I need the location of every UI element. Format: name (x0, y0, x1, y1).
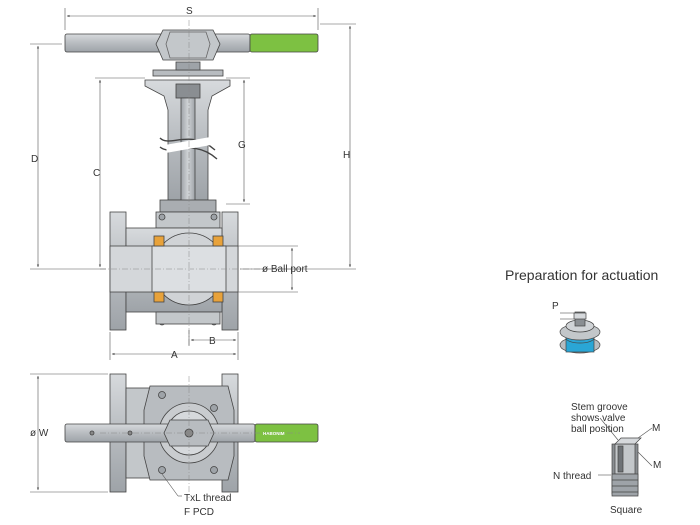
square-dimensions (598, 417, 653, 476)
actuation-detail (559, 311, 601, 354)
label-m-bottom: M (653, 460, 661, 471)
labels: S D C G H ø Ball port A B ø W TxL thread… (30, 6, 661, 518)
seat-top-left (153, 235, 165, 247)
actuation-dimension (560, 312, 574, 320)
label-w: ø W (30, 428, 49, 439)
label-n-thread: N thread (553, 471, 591, 482)
label-a: A (171, 350, 178, 361)
seat-bottom-right (212, 291, 224, 303)
front-dimensions (30, 8, 356, 360)
label-g: G (238, 140, 246, 151)
top-dimensions (30, 373, 182, 497)
label-c: C (93, 168, 100, 179)
label-f-pcd: F PCD (184, 507, 214, 518)
label-b: B (209, 336, 216, 347)
label-d: D (31, 154, 38, 165)
label-m-top: M (652, 423, 660, 434)
preparation-heading: Preparation for actuation (505, 267, 658, 283)
seat-bottom-left (153, 291, 165, 303)
label-stem-groove-3: ball position (571, 424, 624, 435)
top-view (64, 373, 319, 498)
seat-top-right (212, 235, 224, 247)
label-h: H (343, 150, 350, 161)
label-stem-groove-1: Stem groove (571, 402, 628, 413)
label-p: P (552, 301, 559, 312)
label-ball-port: ø Ball port (262, 264, 308, 275)
label-stem-groove-2: shows valve (571, 413, 626, 424)
label-s: S (186, 6, 193, 17)
handle-grip (249, 33, 319, 53)
label-square: Square (610, 505, 643, 516)
handle-brand: HABONIM (263, 431, 285, 436)
handle-hub (155, 29, 221, 61)
label-txl-thread: TxL thread (184, 493, 231, 504)
top-flange (152, 69, 224, 77)
front-section-view (64, 20, 319, 345)
square-stem-detail (611, 437, 642, 497)
